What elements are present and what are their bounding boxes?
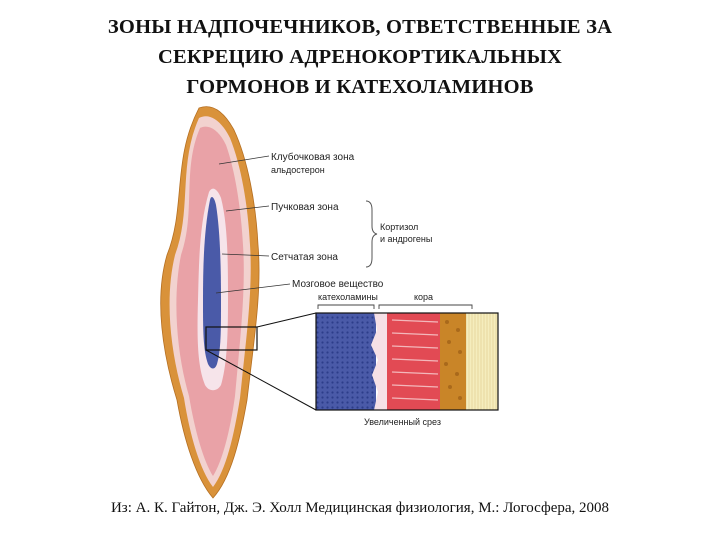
selection-box [205,326,258,351]
cortisol-brace [365,200,378,268]
label-cortisol: Кортизол [380,222,418,232]
inset-fasciculata [387,313,440,410]
title-line-2: СЕКРЕЦИЮ АДРЕНОКОРТИКАЛЬНЫХ [157,46,563,68]
catecholamines-bracket [317,304,375,309]
enlarged-section-inset [316,313,498,410]
label-aldosterone: альдостерон [271,165,325,175]
leader-fasciculata [225,205,270,212]
inset-capsule [466,313,498,410]
inset-fasciculata-cords [391,319,439,401]
leader-medulla [215,283,291,294]
label-fasciculata: Пучковая зона [271,202,339,213]
label-medulla: Мозговое вещество [292,279,384,290]
source-citation: Из: А. К. Гайтон, Дж. Э. Холл Медицинска… [110,500,610,516]
cortex-bracket [378,304,473,309]
label-androgens: и андрогены [380,234,432,244]
inset-glomerulosa [440,313,466,410]
label-reticularis: Сетчатая зона [271,252,338,263]
projection-line-top [256,312,317,328]
inset-medulla [316,313,376,410]
inset-frame [315,312,499,411]
label-catecholamines: катехоламины [318,292,378,302]
label-glomerulosa: Клубочковая зона [271,151,355,163]
inset-glomerulosa-cells [444,320,462,400]
label-enlarged-section: Увеличенный срез [364,417,441,427]
title-line-1: ЗОНЫ НАДПОЧЕЧНИКОВ, ОТВЕТСТВЕННЫЕ ЗА [107,16,613,38]
leader-glomerulosa [218,155,270,165]
leader-reticularis [221,253,270,257]
label-cortex: кора [414,292,433,302]
slide-title: ЗОНЫ НАДПОЧЕЧНИКОВ, ОТВЕТСТВЕННЫЕ ЗА СЕК… [20,12,700,102]
medulla-core [203,197,221,369]
projection-line-bottom [205,349,317,411]
title-line-3: ГОРМОНОВ И КАТЕХОЛАМИНОВ [186,76,534,98]
